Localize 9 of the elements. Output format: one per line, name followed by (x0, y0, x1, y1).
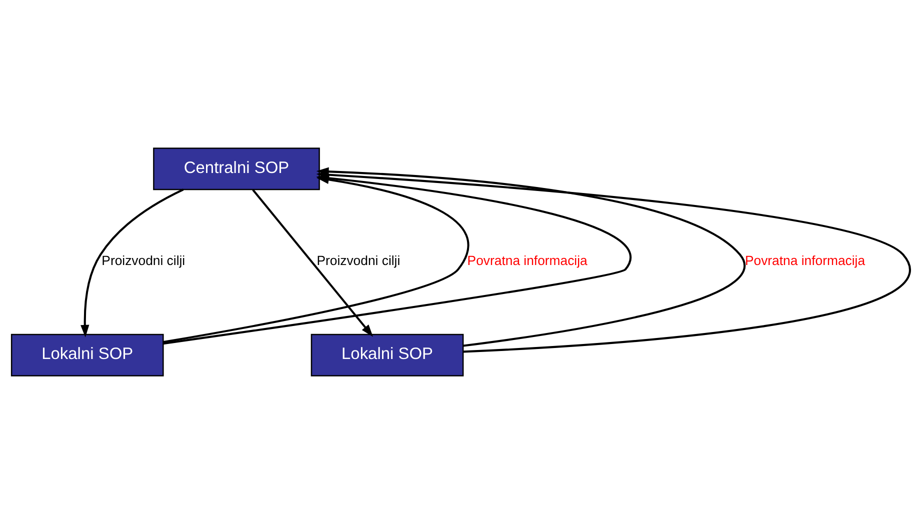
arrow (80, 188, 184, 338)
edge-label: Povratna informacija (467, 253, 588, 268)
node-box: Lokalni SOP (10, 334, 164, 376)
arrow (252, 189, 374, 337)
edge-label: Proizvodni cilji (316, 253, 400, 268)
node-box: Lokalni SOP (310, 334, 464, 376)
edge-label: Proizvodni cilji (102, 253, 186, 268)
edge-label: Povratna informacija (744, 253, 866, 268)
node-box: Centralni SOP (153, 148, 320, 190)
